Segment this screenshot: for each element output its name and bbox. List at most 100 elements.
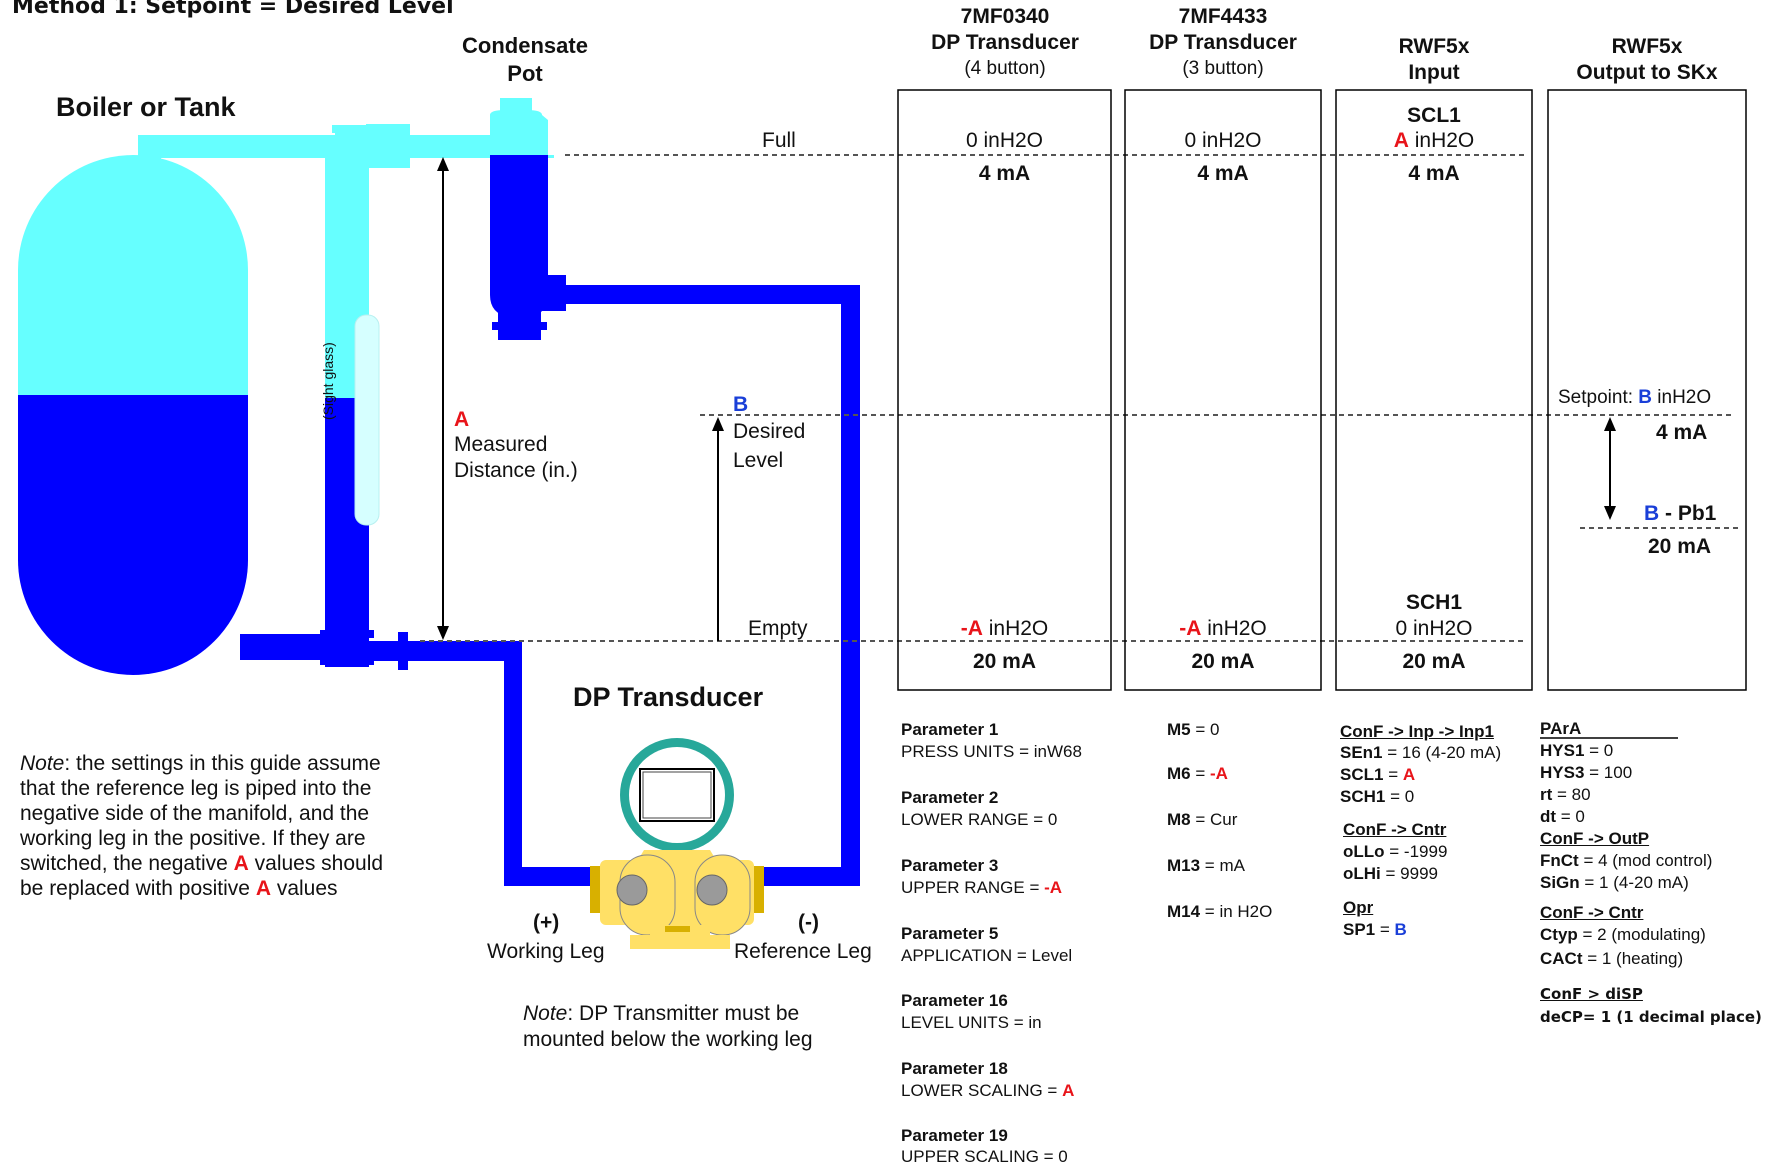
m5-key: M5 xyxy=(1167,720,1191,739)
column-boxes xyxy=(897,89,1747,691)
note-line-6b: values xyxy=(270,877,338,900)
hys3-val: = 100 xyxy=(1584,763,1633,782)
col1-bot-letter: -A xyxy=(960,617,983,640)
col2-bot-letter: -A xyxy=(1179,617,1202,640)
col3-bot-value: 0 inH2O xyxy=(1395,617,1473,640)
col3-top-letter: A xyxy=(1393,129,1409,152)
dt-key: dt xyxy=(1540,807,1557,826)
col4-bot-ma: 20 mA xyxy=(1648,535,1712,558)
col3-param-heading-3: Opr xyxy=(1343,898,1374,917)
rt-key: rt xyxy=(1540,785,1553,804)
param-3-text: UPPER RANGE = xyxy=(901,878,1045,897)
reference-label: Reference Leg xyxy=(734,940,872,963)
hys3-key: HYS3 xyxy=(1540,763,1585,782)
col3-bot-code: SCH1 xyxy=(1405,591,1463,614)
m14-val: = in H2O xyxy=(1200,902,1273,921)
full-label: Full xyxy=(762,129,796,152)
col3-title-1: RWF5x xyxy=(1398,35,1470,58)
desired-letter: B xyxy=(733,393,749,416)
level-dashed-lines xyxy=(420,154,1738,642)
note-letter-a-2: A xyxy=(255,877,271,900)
param-5-text: APPLICATION = Level xyxy=(901,946,1073,965)
note-line-6a: be replaced with positive xyxy=(20,877,256,900)
param-18-letter: A xyxy=(1062,1081,1075,1100)
ctyp-val: = 2 (modulating) xyxy=(1577,925,1706,944)
m8-key: M8 xyxy=(1167,810,1191,829)
pot-label-1: Condensate xyxy=(462,33,588,58)
param-19-text: UPPER SCALING = 0 xyxy=(901,1147,1068,1166)
col3-bot-ma: 20 mA xyxy=(1402,650,1466,673)
m13-key: M13 xyxy=(1167,856,1201,875)
m6-val: = xyxy=(1190,764,1210,783)
olhi-val: = 9999 xyxy=(1380,864,1438,883)
col1-title-2: DP Transducer xyxy=(931,31,1079,54)
col3-param-heading-2: ConF -> Cntr xyxy=(1343,820,1447,839)
desired-level-arrow xyxy=(712,417,724,641)
scl1-letter: A xyxy=(1402,765,1416,784)
scl1-key: SCL1 xyxy=(1340,765,1384,784)
note-line-2: that the reference leg is piped into the xyxy=(20,777,372,800)
col4-title-1: RWF5x xyxy=(1611,35,1683,58)
olhi-key: oLHi xyxy=(1343,864,1381,883)
param-3-head: Parameter 3 xyxy=(901,856,999,875)
water-piping xyxy=(240,285,860,886)
dp-transducer-device xyxy=(590,738,764,949)
col2-title-3: (3 button) xyxy=(1182,58,1264,79)
sign-val: = 1 (4-20 mA) xyxy=(1579,873,1689,892)
sight-glass-label: (Sight glass) xyxy=(320,342,336,420)
param-2-head: Parameter 2 xyxy=(901,788,999,807)
boiler-label: Boiler or Tank xyxy=(56,92,236,122)
col2-bot-unit: inH2O xyxy=(1201,617,1267,640)
working-sign: (+) xyxy=(533,911,560,934)
measured-label-1: Measured xyxy=(454,433,548,456)
m5-val: = 0 xyxy=(1190,720,1220,739)
col4-pb-letter: B xyxy=(1644,502,1660,525)
param-3-letter: -A xyxy=(1044,878,1063,897)
note-line-1: : the settings in this guide assume xyxy=(64,752,381,775)
col4-param-heading-3: ConF -> Cntr xyxy=(1540,903,1644,922)
steam-piping xyxy=(138,124,500,400)
param-5-head: Parameter 5 xyxy=(901,924,999,943)
note-line-4: working leg in the positive. If they are xyxy=(20,827,366,850)
col2-bot-ma: 20 mA xyxy=(1191,650,1255,673)
col3-top-code: SCL1 xyxy=(1407,104,1461,127)
param-19-head: Parameter 19 xyxy=(901,1126,1008,1145)
param-2-text: LOWER RANGE = 0 xyxy=(901,810,1058,829)
note-bottom-line-2: mounted below the working leg xyxy=(523,1028,813,1051)
param-18-head: Parameter 18 xyxy=(901,1059,1008,1078)
hys1-key: HYS1 xyxy=(1540,741,1585,760)
measured-distance-arrow xyxy=(437,157,449,640)
decp-setting: deCP= 1 (1 decimal place) xyxy=(1540,1008,1762,1026)
note-line-3: negative side of the manifold, and the xyxy=(20,802,370,825)
sp1-val: = xyxy=(1375,920,1395,939)
col2-title-2: DP Transducer xyxy=(1149,31,1297,54)
param-16-head: Parameter 16 xyxy=(901,991,1008,1010)
measured-label-2: Distance (in.) xyxy=(454,459,578,482)
ollo-val: = -1999 xyxy=(1384,842,1448,861)
condensate-pot xyxy=(486,98,566,340)
desired-label-1: Desired xyxy=(733,420,806,443)
transducer-label: DP Transducer xyxy=(573,682,764,712)
empty-label: Empty xyxy=(748,617,808,640)
col4-setpoint-unit: inH2O xyxy=(1652,387,1712,408)
col1-top-ma: 4 mA xyxy=(978,162,1031,185)
param-18-text: LOWER SCALING = xyxy=(901,1081,1063,1100)
sen1-val: = 16 (4-20 mA) xyxy=(1382,743,1502,762)
col1-title-3: (4 button) xyxy=(964,58,1046,79)
col3-top-unit: inH2O xyxy=(1408,129,1475,152)
ollo-key: oLLo xyxy=(1343,842,1385,861)
col4-setpoint-prefix: Setpoint: xyxy=(1558,387,1639,408)
col4-param-heading-4: ConF > diSP xyxy=(1540,985,1643,1003)
m14-key: M14 xyxy=(1167,902,1201,921)
desired-label-2: Level xyxy=(733,449,784,472)
param-1-text: PRESS UNITS = inW68 xyxy=(901,742,1082,761)
col3-param-heading-1: ConF -> Inp -> Inp1 xyxy=(1340,722,1494,741)
sp1-key: SP1 xyxy=(1343,920,1376,939)
param-16-text: LEVEL UNITS = in xyxy=(901,1013,1042,1032)
col2-title-1: 7MF4433 xyxy=(1178,5,1268,28)
sen1-key: SEn1 xyxy=(1340,743,1383,762)
m8-val: = Cur xyxy=(1190,810,1238,829)
sch1-key: SCH1 xyxy=(1340,787,1386,806)
